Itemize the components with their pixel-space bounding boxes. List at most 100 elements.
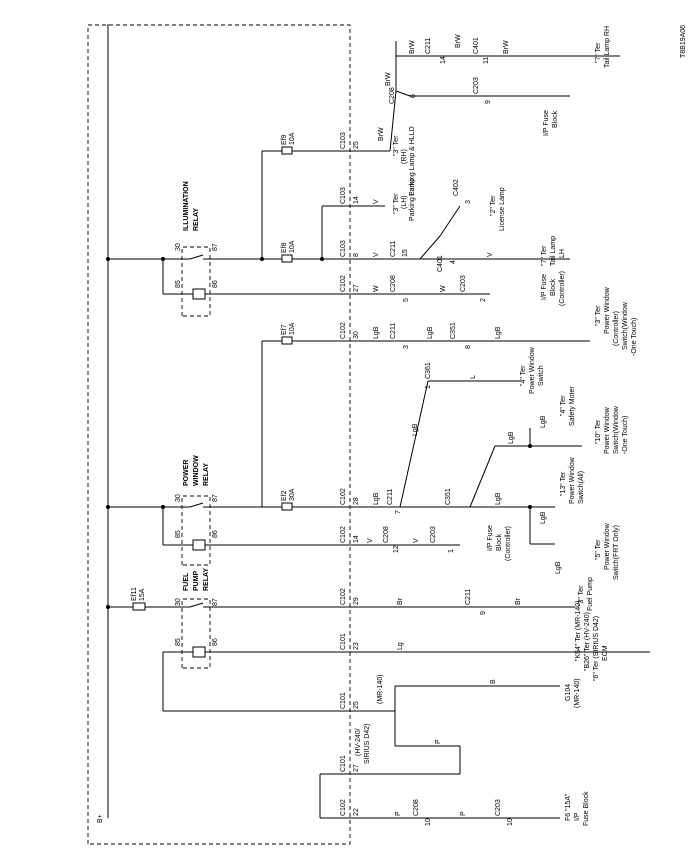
fuel-pin-85: 85: [175, 638, 182, 646]
svg-text:LgB: LgB: [540, 415, 547, 428]
pw-pin-87: 87: [212, 494, 219, 502]
svg-text:LgB: LgB: [373, 326, 380, 339]
svg-text:C351: C351: [450, 322, 457, 339]
svg-text:LgB: LgB: [495, 326, 502, 339]
fuel-pump-relay-box: [181, 598, 211, 669]
svg-text:C402: C402: [453, 179, 460, 196]
fuel-pin-87: 87: [212, 598, 219, 606]
b-plus-label: B+: [97, 814, 104, 823]
svg-text:BrW: BrW: [385, 72, 392, 86]
svg-text:Tail Lamp: Tail Lamp: [550, 236, 557, 266]
svg-text:V: V: [487, 252, 494, 257]
svg-text:"3" Ter: "3" Ter: [393, 193, 400, 214]
svg-text:LH: LH: [559, 249, 566, 258]
svg-text:9: 9: [480, 611, 487, 615]
svg-text:C101: C101: [340, 755, 347, 772]
pw-pin-86: 86: [212, 530, 219, 538]
svg-text:G104: G104: [565, 684, 572, 701]
svg-text:8: 8: [353, 253, 360, 257]
svg-text:-One Touch): -One Touch): [631, 318, 638, 356]
svg-text:C361: C361: [425, 362, 432, 379]
power-window-relay-label-2: WINDOW: [193, 455, 200, 486]
svg-text:8: 8: [465, 345, 472, 349]
svg-text:C351: C351: [445, 488, 452, 505]
fuel-pump-relay: Ef11 15A 30 87 85 86 FUEL PUMP RELAY: [108, 568, 650, 712]
svg-text:Switch: Switch: [538, 365, 545, 386]
svg-text:C102: C102: [340, 322, 347, 339]
fuse-ef8-amps: 10A: [289, 240, 296, 253]
fuse-ef11: [132, 602, 146, 611]
svg-text:"2" Ter: "2" Ter: [490, 195, 497, 216]
svg-text:License Lamp: License Lamp: [499, 187, 506, 231]
svg-text:12: 12: [393, 545, 400, 553]
svg-text:V: V: [413, 538, 420, 543]
svg-text:P: P: [435, 739, 442, 744]
svg-text:Br: Br: [515, 597, 522, 605]
svg-text:25: 25: [353, 141, 360, 149]
svg-text:30: 30: [353, 331, 360, 339]
svg-text:(HV-240/: (HV-240/: [355, 728, 362, 756]
svg-text:C103: C103: [340, 132, 347, 149]
svg-text:SIRIUS D42): SIRIUS D42): [364, 724, 371, 764]
svg-text:C208: C208: [390, 275, 397, 292]
svg-text:C101: C101: [340, 692, 347, 709]
svg-text:V: V: [367, 538, 374, 543]
svg-text:C203: C203: [430, 526, 437, 543]
illum-relay-junction: [161, 257, 165, 261]
svg-text:C102: C102: [340, 799, 347, 816]
svg-text:W: W: [373, 285, 380, 292]
svg-text:LgB: LgB: [495, 492, 502, 505]
svg-text:Block: Block: [496, 533, 503, 551]
svg-text:W: W: [440, 285, 447, 292]
svg-text:23: 23: [353, 642, 360, 650]
power-window-relay-label-3: RELAY: [203, 463, 210, 486]
power-window-relay-box: [181, 495, 211, 566]
svg-text:3: 3: [465, 200, 472, 204]
illumination-relay-coil: [192, 288, 206, 300]
svg-text:(Controller): (Controller): [505, 526, 512, 561]
svg-text:Switch(Window: Switch(Window: [613, 405, 620, 454]
svg-text:LgB: LgB: [555, 561, 562, 574]
svg-text:"B26" Ter (HV-240): "B26" Ter (HV-240): [584, 612, 591, 671]
pw-relay-junction: [161, 505, 165, 509]
svg-text:F6 "15A": F6 "15A": [565, 793, 572, 821]
power-window-relay-label-1: POWER: [183, 460, 190, 486]
svg-text:ECM: ECM: [602, 645, 609, 661]
svg-text:C208: C208: [383, 526, 390, 543]
svg-text:"K54" Ter (MR-140): "K54" Ter (MR-140): [575, 601, 582, 661]
svg-text:C211: C211: [390, 241, 397, 257]
svg-text:Switch(FRT Only): Switch(FRT Only): [613, 525, 620, 580]
svg-text:"3" Ter: "3" Ter: [393, 135, 400, 156]
svg-text:C211: C211: [465, 589, 472, 605]
fuse-ef11-id: Ef11: [131, 587, 138, 601]
svg-text:"5" Ter: "5" Ter: [595, 539, 602, 560]
fuse-ef9-amps: 10A: [289, 132, 296, 145]
fuse-ef7: [281, 336, 293, 345]
svg-text:Power Window: Power Window: [604, 406, 611, 454]
fuel-pump-relay-label-3: RELAY: [203, 568, 210, 591]
svg-text:C211: C211: [390, 323, 397, 339]
svg-text:27: 27: [353, 284, 360, 292]
svg-text:28: 28: [353, 497, 360, 505]
svg-text:4: 4: [450, 260, 457, 264]
power-window-relay: 30 87 85 86 POWER WINDOW RELAY: [108, 455, 515, 566]
svg-text:3: 3: [403, 345, 410, 349]
svg-text:22: 22: [353, 808, 360, 816]
svg-text:Parking Lamp & HLLD: Parking Lamp & HLLD: [409, 126, 416, 196]
svg-text:1: 1: [425, 385, 432, 389]
fuel-pump-relay-label-2: PUMP: [193, 570, 200, 591]
svg-text:BrW: BrW: [503, 40, 510, 54]
svg-text:1: 1: [448, 549, 455, 553]
fuse-ef2-amps: 30A: [289, 488, 296, 501]
svg-text:I/P: I/P: [574, 812, 581, 821]
svg-text:C211: C211: [425, 38, 432, 54]
illumination-relay-label-1: ILLUMINATION: [183, 181, 190, 231]
fuel-pin-86: 86: [212, 638, 219, 646]
svg-text:Switch(All): Switch(All): [578, 471, 585, 504]
pw-pin-30: 30: [175, 494, 182, 502]
svg-text:LgB: LgB: [412, 423, 419, 436]
svg-text:C203: C203: [460, 275, 467, 292]
fuel-pump-relay-coil: [192, 646, 206, 658]
svg-text:Power Window: Power Window: [529, 346, 536, 394]
svg-text:B: B: [490, 679, 497, 684]
